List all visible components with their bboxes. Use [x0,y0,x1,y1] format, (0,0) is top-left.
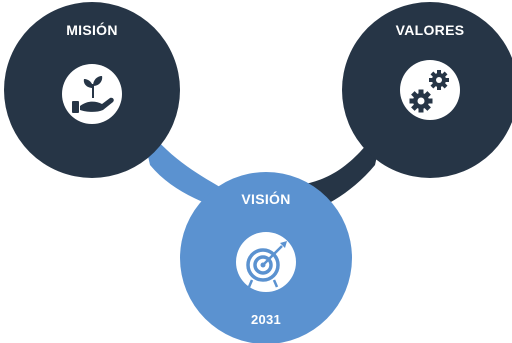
hand-plant-icon [72,76,114,113]
mision-label: MISIÓN [66,22,118,38]
target-arrow-icon [246,241,287,288]
vision-year-label: 2031 [250,312,282,327]
vision-label: VISIÓN [241,191,291,207]
valores-icon-bg [400,60,460,120]
gears-icon [409,70,449,113]
valores-label: VALORES [395,22,465,38]
